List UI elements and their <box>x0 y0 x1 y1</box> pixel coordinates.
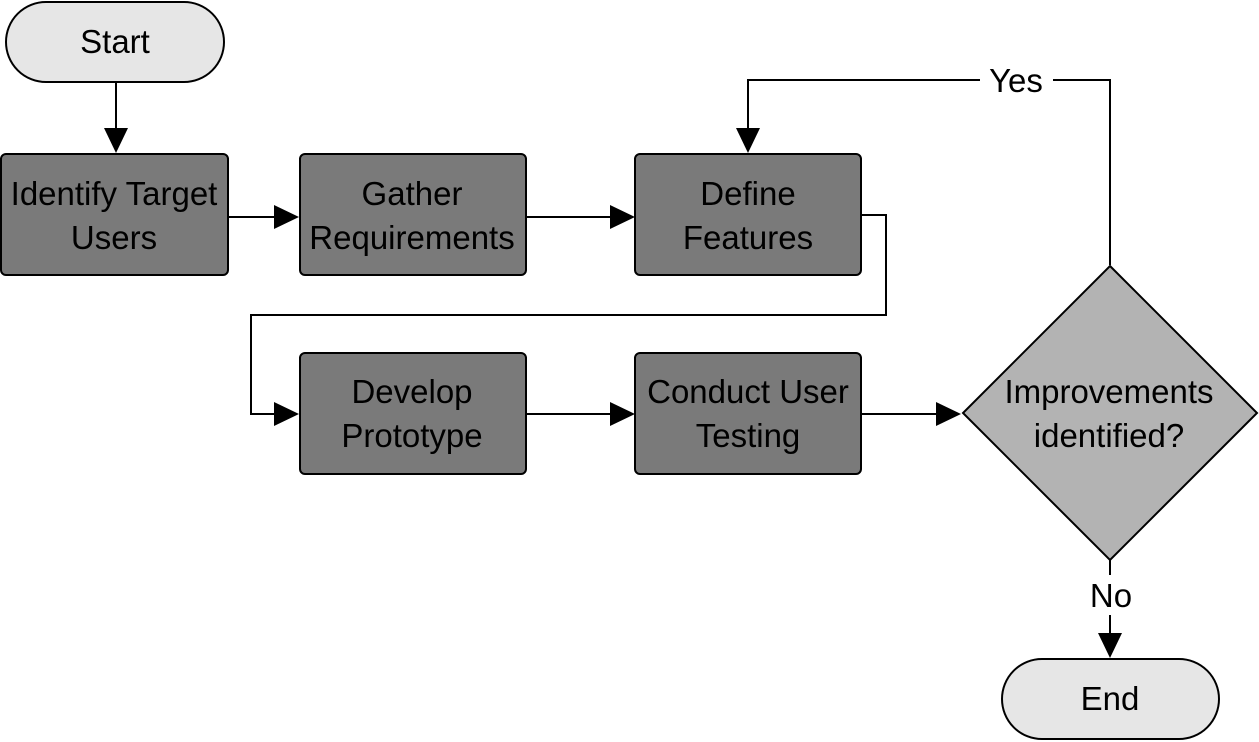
decision-label-line2: identified? <box>1034 417 1184 454</box>
node-improvements-decision: Improvements identified? <box>961 264 1259 562</box>
edge-decision-yes-loop-left <box>747 79 980 128</box>
gather-label-line2: Requirements <box>309 219 514 256</box>
arrow-decision-to-define <box>736 128 760 153</box>
node-end: End <box>1001 658 1220 740</box>
testing-label-line1: Conduct User <box>647 373 849 410</box>
testing-process-shape <box>634 352 862 475</box>
arrow-define-to-develop <box>274 402 299 426</box>
edge-label-yes: Yes <box>989 62 1043 99</box>
identify-label-line2: Users <box>71 219 157 256</box>
define-label-line2: Features <box>683 219 813 256</box>
node-develop-prototype: Develop Prototype <box>299 352 527 475</box>
arrow-decision-to-end <box>1098 633 1122 658</box>
node-define-features: Define Features <box>634 153 862 276</box>
testing-label-line2: Testing <box>696 417 801 454</box>
gather-label-line1: Gather <box>362 175 463 212</box>
node-start: Start <box>5 1 225 83</box>
arrow-testing-to-decision <box>936 402 961 426</box>
arrow-develop-to-testing <box>610 402 635 426</box>
node-gather-requirements: Gather Requirements <box>299 153 527 276</box>
end-label: End <box>1081 680 1140 717</box>
start-terminator-shape <box>5 1 225 83</box>
define-process-shape <box>634 153 862 276</box>
arrow-identify-to-gather <box>274 205 299 229</box>
identify-process-shape <box>0 153 229 276</box>
decision-diamond-shape <box>961 264 1259 562</box>
arrow-start-to-identify <box>104 128 128 153</box>
develop-label-line1: Develop <box>351 373 472 410</box>
node-conduct-user-testing: Conduct User Testing <box>634 352 862 475</box>
edge-define-to-develop <box>250 214 887 415</box>
decision-label-line1: Improvements <box>1004 373 1213 410</box>
develop-process-shape <box>299 352 527 475</box>
connectors <box>104 79 1122 658</box>
edge-decision-yes-loop-right <box>1053 79 1111 265</box>
develop-label-line2: Prototype <box>341 417 482 454</box>
arrow-gather-to-define <box>610 205 635 229</box>
end-terminator-shape <box>1001 658 1220 740</box>
edge-label-no: No <box>1090 577 1132 614</box>
identify-label-line1: Identify Target <box>11 175 218 212</box>
gather-process-shape <box>299 153 527 276</box>
define-label-line1: Define <box>700 175 795 212</box>
start-label: Start <box>80 23 150 60</box>
node-identify-target-users: Identify Target Users <box>0 153 229 276</box>
